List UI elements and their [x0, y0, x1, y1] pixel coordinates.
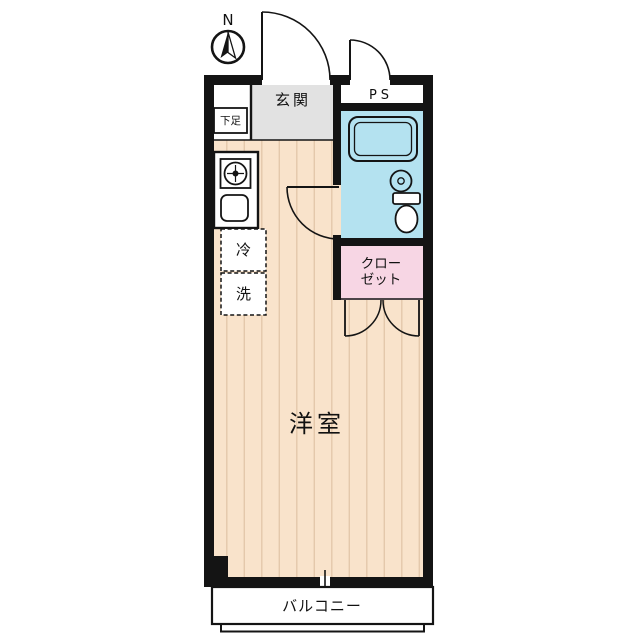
stove-frame — [219, 158, 252, 189]
wall-top-mid — [330, 75, 350, 85]
pillar-bottom-left — [204, 556, 228, 587]
wall-bath-left-lower — [333, 235, 341, 300]
washer-space: 洗 — [220, 272, 267, 316]
bathroom-fixtures — [348, 116, 421, 234]
toilet-icon — [394, 204, 419, 234]
wall-top-right — [390, 75, 433, 85]
exterior-walls — [204, 75, 433, 587]
shoe-cabinet-box — [213, 107, 248, 134]
kitchen-unit — [212, 150, 260, 230]
washer-box — [220, 272, 267, 316]
wall-closet-divider — [333, 238, 423, 246]
balcony-railing-line — [220, 624, 425, 633]
washbasin-drain — [397, 177, 405, 185]
bathtub-inner — [353, 121, 413, 157]
entrance-door-arc — [261, 11, 331, 81]
closet-door-swing-right — [382, 299, 420, 337]
closet-door-swing-left — [344, 299, 382, 337]
ps-door-swing — [349, 39, 391, 81]
wall-top-left — [204, 75, 262, 85]
shoe-cabinet: 下足 — [213, 107, 248, 134]
balcony: バルコニー — [210, 585, 435, 633]
refrigerator-space: 冷 — [220, 228, 267, 272]
pipe-space-label: PS — [369, 88, 393, 103]
washer-label: 洗 — [236, 285, 251, 303]
toilet-tank — [392, 192, 421, 205]
wall-bath-left-upper — [333, 85, 341, 185]
washbasin-icon — [389, 169, 413, 193]
closet-door-arcs — [344, 299, 420, 337]
balcony-area — [210, 585, 435, 626]
closet-floor — [341, 246, 423, 300]
bathroom-door-swing — [286, 186, 340, 240]
wall-left — [204, 75, 214, 587]
entrance-door-swing — [261, 11, 331, 81]
kitchen-sink-icon — [220, 194, 249, 222]
ps-door-arc — [349, 39, 391, 81]
genkan-label: 玄関 — [275, 91, 311, 109]
compass-needle-light — [227, 31, 237, 60]
closet-label-line2: ゼット — [361, 272, 402, 288]
bathroom-door-arc — [286, 186, 340, 240]
bathtub-icon — [348, 116, 418, 162]
main-room-label: 洋室 — [289, 410, 345, 438]
balcony-label: バルコニー — [282, 597, 362, 615]
shoe-cabinet-label: 下足 — [220, 115, 241, 127]
stove-burner-center — [232, 170, 239, 177]
north-arrow-icon: N — [210, 11, 246, 65]
closet-label-line1: クロー — [361, 256, 402, 272]
wall-bottom — [204, 577, 433, 587]
stove-burner-icon — [223, 161, 248, 186]
wall-right — [423, 75, 433, 587]
compass-needle-dark — [220, 32, 228, 58]
refrigerator-label: 冷 — [236, 241, 251, 259]
wall-ps-divider — [341, 103, 423, 111]
pipe-space-area — [341, 85, 423, 103]
compass-label: N — [222, 11, 233, 29]
genkan-floor — [252, 85, 333, 140]
refrigerator-box — [220, 228, 267, 272]
